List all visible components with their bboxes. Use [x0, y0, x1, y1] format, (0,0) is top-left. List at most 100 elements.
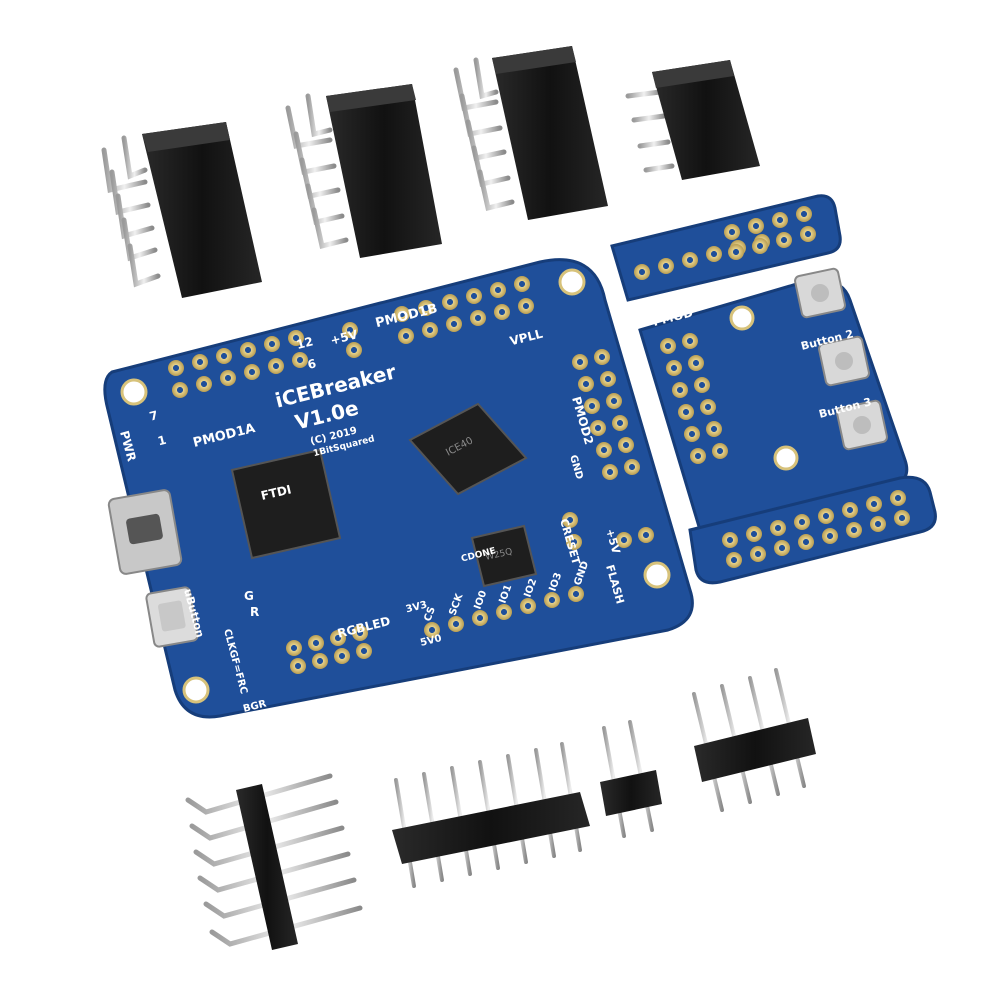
solder-pad — [568, 586, 584, 602]
solder-pad — [268, 358, 284, 374]
solder-pad — [168, 360, 184, 376]
solder-pad — [822, 528, 838, 544]
fpga-chip: ICE40 — [408, 402, 528, 496]
solder-pad — [724, 224, 740, 240]
male-header-4pin — [692, 668, 816, 812]
solder-pad — [312, 653, 328, 669]
solder-pad — [634, 264, 650, 280]
female-header-1 — [101, 122, 262, 298]
solder-pad — [750, 546, 766, 562]
solder-pad — [890, 490, 906, 506]
svg-text:FTDI: FTDI — [260, 482, 293, 503]
male-header-right-angle — [185, 773, 363, 950]
solder-pad — [192, 354, 208, 370]
mount-hole — [558, 268, 586, 296]
mount-hole — [729, 305, 755, 331]
solder-pad — [490, 282, 506, 298]
label-g: G — [244, 589, 254, 603]
button-1 — [794, 267, 846, 319]
solder-pad — [606, 393, 622, 409]
mount-hole — [773, 445, 799, 471]
solder-pad — [638, 527, 654, 543]
solder-pad — [244, 364, 260, 380]
solder-pad — [544, 592, 560, 608]
solder-pad — [394, 306, 410, 322]
solder-pad — [798, 534, 814, 550]
solder-pad — [346, 342, 362, 358]
pad-grid — [168, 206, 910, 674]
solder-pad — [196, 376, 212, 392]
solder-pad — [666, 360, 682, 376]
solder-pad — [562, 512, 578, 528]
solder-pad — [706, 246, 722, 262]
solder-pad — [818, 508, 834, 524]
solder-pad — [398, 328, 414, 344]
solder-pad — [290, 658, 306, 674]
solder-pad — [594, 349, 610, 365]
solder-pad — [424, 622, 440, 638]
solder-pad — [616, 532, 632, 548]
solder-pad — [466, 288, 482, 304]
label-pin12: 12 — [295, 334, 315, 352]
solder-pad — [712, 443, 728, 459]
female-header-4 — [625, 60, 760, 180]
mount-hole — [643, 561, 671, 589]
solder-pad — [514, 276, 530, 292]
solder-pad — [422, 322, 438, 338]
solder-pad — [470, 310, 486, 326]
solder-pad — [418, 300, 434, 316]
solder-pad — [292, 352, 308, 368]
male-header-8pin — [392, 742, 590, 888]
flash-chip: W25Q — [470, 524, 538, 588]
solder-pad — [334, 648, 350, 664]
label-pin1: 1 — [156, 433, 167, 449]
solder-pad — [722, 532, 738, 548]
spi-pin-label: CS — [422, 605, 437, 623]
solder-pad — [448, 616, 464, 632]
button-2 — [818, 335, 870, 387]
solder-pad — [660, 338, 676, 354]
solder-pad — [748, 218, 764, 234]
solder-pad — [846, 522, 862, 538]
solder-pad — [728, 244, 744, 260]
ubutton — [145, 586, 199, 648]
solder-pad — [240, 342, 256, 358]
solder-pad — [494, 304, 510, 320]
solder-pad — [678, 404, 694, 420]
solder-pad — [446, 316, 462, 332]
solder-pad — [352, 625, 368, 641]
solder-pad — [706, 421, 722, 437]
solder-pad — [602, 464, 618, 480]
solder-pad — [726, 552, 742, 568]
solder-pad — [684, 426, 700, 442]
ftdi-chip: FTDI — [230, 448, 342, 560]
solder-pad — [308, 635, 324, 651]
solder-pad — [286, 640, 302, 656]
solder-pad — [172, 382, 188, 398]
solder-pad — [794, 514, 810, 530]
solder-pad — [690, 448, 706, 464]
solder-pad — [264, 336, 280, 352]
button-3 — [836, 399, 888, 451]
solder-pad — [216, 348, 232, 364]
solder-pad — [774, 540, 790, 556]
solder-pad — [330, 630, 346, 646]
solder-pad — [776, 232, 792, 248]
mount-hole — [120, 378, 148, 406]
female-header-3 — [453, 46, 608, 220]
solder-pad — [472, 610, 488, 626]
usb-connector — [107, 489, 183, 575]
solder-pad — [520, 598, 536, 614]
solder-pad — [596, 442, 612, 458]
label-r: R — [250, 605, 259, 619]
solder-pad — [672, 382, 688, 398]
solder-pad — [220, 370, 236, 386]
solder-pad — [700, 399, 716, 415]
solder-pad — [600, 371, 616, 387]
solder-pad — [682, 252, 698, 268]
solder-pad — [688, 355, 704, 371]
solder-pad — [752, 238, 768, 254]
solder-pad — [518, 298, 534, 314]
solder-pad — [842, 502, 858, 518]
